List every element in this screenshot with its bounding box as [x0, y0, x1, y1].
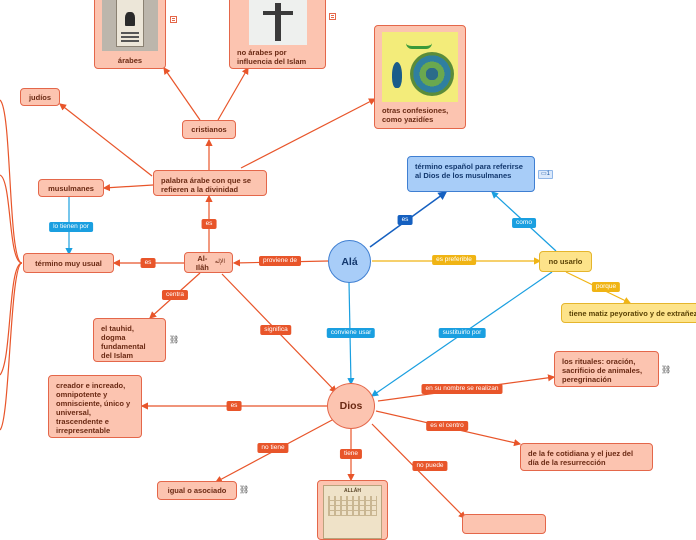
peacock-body [392, 62, 402, 88]
node-rituales-label: los rituales: oración, sacrificio de ani… [562, 357, 643, 384]
note-icon[interactable] [329, 13, 336, 20]
node-no-usarlo-label: no usarlo [548, 257, 583, 266]
node-al-ilah[interactable]: Al-Ilâh الإله [184, 252, 233, 273]
node-arabes[interactable]: árabes [94, 0, 166, 69]
link-label-significa: significa [260, 325, 292, 335]
node-igual-label: igual o asociado [167, 486, 227, 495]
link-label-es: es [226, 401, 242, 411]
node-tiene-matiz[interactable]: tiene matiz peyorativo y de extrañeza [561, 303, 696, 323]
link-label-lo-tienen-por: lo tienen por [49, 222, 93, 232]
link-icon[interactable]: ⛓ [661, 365, 672, 374]
node-al-ilah-label: Al-Ilâh [195, 253, 209, 272]
link-label-no-tiene: no tiene [257, 443, 289, 453]
link-label-es-el-centro: es el centro [426, 421, 468, 431]
peacock-arabic-text [406, 36, 432, 49]
node-vida[interactable]: de la fe cotidiana y el juez del día de … [520, 443, 653, 471]
node-no-arabes[interactable]: no árabes por influencia del Islam [229, 0, 326, 69]
link-label-conviene-usar: conviene usar [326, 328, 376, 338]
node-musulmanes[interactable]: musulmanes [38, 179, 104, 197]
comment-icon: ▭ [541, 171, 547, 177]
allah-card-title: ALLÁH [344, 488, 361, 494]
node-allah-card[interactable]: ALLÁH [317, 480, 388, 540]
arabic-book-image [102, 0, 158, 51]
node-palabra-arabe-label: palabra árabe con que se refieren a la d… [161, 176, 252, 194]
node-palabra-arabe[interactable]: palabra árabe con que se refieren a la d… [153, 170, 267, 196]
node-termino-usual-label: término muy usual [35, 258, 102, 268]
node-dios-label: Dios [339, 400, 363, 412]
allah-card-image: ALLÁH [323, 485, 382, 539]
peacock-tail [410, 52, 454, 96]
node-termino-espanol-label: término español para referirse al Dios d… [415, 162, 523, 180]
link-label-sustituirlo-por: sustituirlo por [438, 328, 486, 338]
note-icon[interactable] [170, 16, 177, 23]
node-vida-label: de la fe cotidiana y el juez del día de … [528, 449, 634, 467]
node-tauhid[interactable]: el tauhid, dogma fundamental del Islam [93, 318, 166, 362]
link-label-es: es [201, 219, 217, 229]
node-cristianos-label: cristianos [191, 125, 227, 134]
node-partial-bottom[interactable] [462, 514, 546, 534]
node-termino-espanol[interactable]: término español para referirse al Dios d… [407, 156, 535, 192]
link-label-como: como [512, 218, 536, 228]
node-al-ilah-arabic: الإله [214, 259, 225, 265]
link-label-proviene-de: proviene de [259, 256, 301, 266]
comment-count-badge[interactable]: ▭1 [538, 170, 554, 179]
link-label-centra: centra [161, 290, 189, 300]
book-emblem [125, 12, 135, 26]
link-label-en-su-nombre: en su nombre se realizan [421, 384, 503, 394]
node-tiene-matiz-label: tiene matiz peyorativo y de extrañeza [569, 309, 696, 318]
node-arabes-label: árabes [117, 56, 143, 65]
node-termino-usual[interactable]: término muy usual [23, 253, 114, 273]
node-creador[interactable]: creador e increado, omnipotente y omnisc… [48, 375, 142, 438]
crucifix-horizontal [263, 11, 293, 15]
crucifix-vertical [275, 3, 281, 41]
node-dios[interactable]: Dios [327, 383, 375, 429]
node-tauhid-label: el tauhid, dogma fundamental del Islam [101, 324, 146, 360]
link-icon[interactable]: ⛓ [239, 485, 250, 494]
link-label-es-preferible: es preferible [432, 255, 476, 265]
node-ala-label: Alá [341, 255, 358, 268]
node-judios[interactable]: judíos [20, 88, 60, 106]
link-label-porque: porque [591, 282, 621, 292]
node-ala[interactable]: Alá [328, 240, 371, 283]
node-igual[interactable]: igual o asociado [157, 481, 237, 500]
book-page [116, 0, 144, 47]
crucifix-image [249, 0, 307, 45]
link-label-es: es [140, 258, 156, 268]
node-rituales[interactable]: los rituales: oración, sacrificio de ani… [554, 351, 659, 387]
node-cristianos[interactable]: cristianos [182, 120, 236, 139]
node-otras-confesiones-label: otras confesiones, como yazidíes [382, 106, 449, 124]
link-label-no-puede: no puede [412, 461, 448, 471]
link-label-es: es [397, 215, 413, 225]
node-creador-label: creador e increado, omnipotente y omnisc… [56, 381, 131, 435]
node-otras-confesiones[interactable]: otras confesiones, como yazidíes [374, 25, 466, 129]
book-text-lines [121, 32, 139, 34]
node-no-arabes-label: no árabes por influencia del Islam [237, 48, 307, 66]
comment-count: 1 [546, 171, 551, 177]
node-musulmanes-label: musulmanes [48, 183, 94, 193]
node-judios-label: judíos [28, 92, 52, 102]
link-icon[interactable]: ⛓ [169, 335, 180, 344]
peacock-image [382, 32, 458, 102]
allah-card-grid [328, 496, 377, 516]
link-label-tiene: tiene [339, 449, 363, 459]
node-no-usarlo[interactable]: no usarlo [539, 251, 592, 272]
